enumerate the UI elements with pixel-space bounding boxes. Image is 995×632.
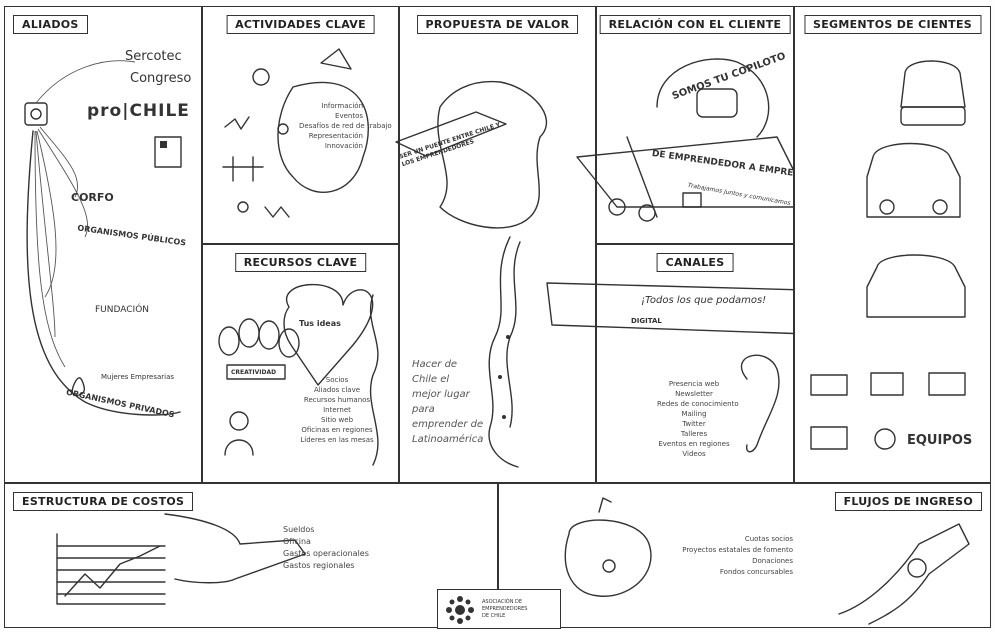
list-item: Gastos regionales bbox=[283, 560, 369, 572]
partner-prochile: pro|CHILE bbox=[87, 101, 190, 121]
quote-line: Latinoamérica bbox=[412, 432, 483, 447]
list-item: Videos bbox=[657, 449, 731, 459]
quote-line: mejor lugar bbox=[412, 387, 483, 402]
block-recursos-clave: RECURSOS CLAVE Tus ideas CREATIVIDAD Soc… bbox=[202, 244, 399, 483]
relacion-drawing bbox=[597, 7, 795, 245]
logo-line: ASOCIACIÓN DE bbox=[482, 599, 527, 606]
creatividad-badge: CREATIVIDAD bbox=[231, 369, 276, 376]
partner-empresarios: Mujeres Empresarias bbox=[101, 373, 174, 381]
list-item: Socios bbox=[299, 375, 375, 385]
list-item: Recursos humanos bbox=[299, 395, 375, 405]
costos-drawing bbox=[5, 484, 499, 629]
canales-banner: ¡Todos los que podamos! bbox=[641, 295, 766, 306]
ingresos-list: Cuotas socios Proyectos estatales de fom… bbox=[663, 534, 793, 578]
list-item: Newsletter bbox=[657, 389, 731, 399]
list-item: Gastos operacionales bbox=[283, 548, 369, 560]
list-item: Oficinas en regiones bbox=[299, 425, 375, 435]
list-item: Desafíos de red de trabajo bbox=[299, 121, 363, 131]
partner-fundacion: FUNDACIÓN bbox=[95, 305, 149, 315]
partner-corfo: CORFO bbox=[71, 191, 114, 204]
actividades-list: Información Eventos Desafíos de red de t… bbox=[299, 101, 363, 151]
quote-line: Chile el bbox=[412, 372, 483, 387]
list-item: Información bbox=[299, 101, 363, 111]
list-item: Aliados clave bbox=[299, 385, 375, 395]
list-item: Representación bbox=[299, 131, 363, 141]
list-item: Cuotas socios bbox=[663, 534, 793, 545]
list-item: Oficina bbox=[283, 536, 369, 548]
block-propuesta-valor: PROPUESTA DE VALOR SER UN PUENTE ENTRE C… bbox=[399, 6, 596, 483]
quote-line: para bbox=[412, 402, 483, 417]
logo-line: EMPRENDEDORES bbox=[482, 606, 527, 613]
logo-text: ASOCIACIÓN DE EMPRENDEDORES DE CHILE bbox=[482, 599, 527, 620]
digital-badge: DIGITAL bbox=[631, 317, 662, 325]
quote-line: emprender de bbox=[412, 417, 483, 432]
list-item: Proyectos estatales de fomento bbox=[663, 545, 793, 556]
block-relacion-cliente: RELACIÓN CON EL CLIENTE SOMOS TU COPILOT… bbox=[596, 6, 794, 244]
list-item: Internet bbox=[299, 405, 375, 415]
partner-congreso: Congreso bbox=[130, 71, 191, 86]
block-canales: CANALES ¡Todos los que podamos! DIGITAL … bbox=[596, 244, 794, 483]
list-item: Twitter bbox=[657, 419, 731, 429]
list-item: Eventos en regiones bbox=[657, 439, 731, 449]
list-item: Donaciones bbox=[663, 556, 793, 567]
segmentos-drawing bbox=[795, 7, 992, 484]
list-item: Talleres bbox=[657, 429, 731, 439]
canales-list: Presencia web Newsletter Redes de conoci… bbox=[657, 379, 731, 459]
costos-list: Sueldos Oficina Gastos operacionales Gas… bbox=[283, 524, 369, 572]
list-item: Mailing bbox=[657, 409, 731, 419]
recursos-list: Socios Aliados clave Recursos humanos In… bbox=[299, 375, 375, 445]
heart-label: Tus ideas bbox=[299, 319, 341, 328]
block-aliados: ALIADOS Sercotec Congreso pro|CHILE CORF… bbox=[4, 6, 202, 483]
list-item: Eventos bbox=[299, 111, 363, 121]
block-estructura-costos: ESTRUCTURA DE COSTOS Sueldos Oficina Gas… bbox=[4, 483, 498, 628]
list-item: Innovación bbox=[299, 141, 363, 151]
asech-logo: ASOCIACIÓN DE EMPRENDEDORES DE CHILE bbox=[437, 589, 561, 629]
equipos-label: EQUIPOS bbox=[907, 433, 972, 448]
block-segmentos-clientes: SEGMENTOS DE CIENTES EQUIPOS bbox=[794, 6, 991, 483]
propuesta-quote: Hacer de Chile el mejor lugar para empre… bbox=[412, 357, 483, 447]
logo-line: DE CHILE bbox=[482, 613, 527, 620]
list-item: Líderes en las mesas bbox=[299, 435, 375, 445]
list-item: Redes de conocimiento bbox=[657, 399, 731, 409]
list-item: Sueldos bbox=[283, 524, 369, 536]
list-item: Presencia web bbox=[657, 379, 731, 389]
list-item: Fondos concursables bbox=[663, 567, 793, 578]
recursos-drawing bbox=[203, 245, 400, 484]
quote-line: Hacer de bbox=[412, 357, 483, 372]
partner-sercotec: Sercotec bbox=[125, 49, 182, 64]
block-actividades-clave: ACTIVIDADES CLAVE Información Eventos De… bbox=[202, 6, 399, 244]
block-flujos-ingreso: FLUJOS DE INGRESO Cuotas socios Proyecto… bbox=[498, 483, 991, 628]
list-item: Sitio web bbox=[299, 415, 375, 425]
